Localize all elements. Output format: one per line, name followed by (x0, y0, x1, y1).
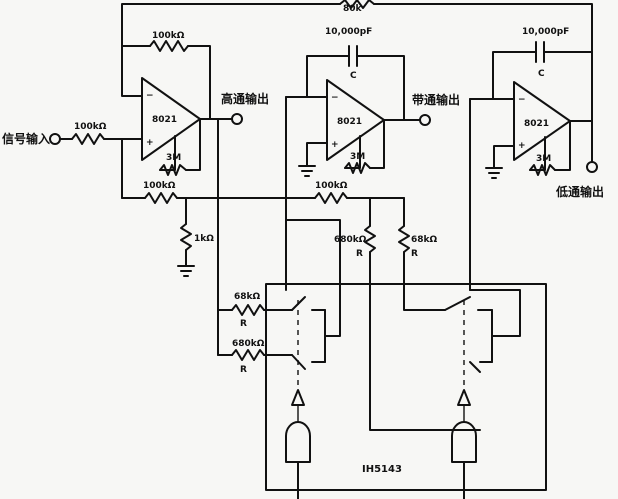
op1-3m-label: 3M (166, 153, 181, 163)
ground-symbol-1 (177, 265, 195, 277)
resistor-680k-top-label: 680kΩ (334, 235, 367, 245)
low-pass-output-label: 低通输出 (555, 184, 604, 199)
analog-switch-right (444, 289, 521, 385)
svg-text:−: − (331, 93, 339, 103)
ground-symbol-3 (485, 167, 503, 179)
signal-input-label: 信号输入 (2, 131, 50, 146)
cap1-value-label: 10,000pF (325, 27, 372, 37)
high-pass-output-label: 高通输出 (221, 91, 269, 106)
analog-switch-left (285, 219, 341, 385)
input-resistor-label: 100kΩ (74, 122, 107, 132)
op-amp-2-label: 8021 (337, 117, 362, 127)
svg-text:+: + (331, 140, 339, 150)
chip-label: IH5143 (362, 464, 402, 475)
svg-text:−: − (518, 95, 526, 105)
op3-3m-label: 3M (536, 154, 551, 164)
top-feedback-wire (121, 0, 593, 161)
svg-text:−: − (146, 91, 154, 101)
and-gate-left (285, 421, 311, 463)
resistor-68k-top-label: 68kΩ (411, 235, 438, 245)
low-pass-output-terminal (586, 161, 598, 173)
signal-input-terminal (49, 133, 61, 145)
op2-3m-label: 3M (350, 152, 365, 162)
svg-text:+: + (518, 141, 526, 151)
op-amp-3 (513, 81, 571, 161)
switch-resistor-680k-r-label: R (240, 365, 247, 375)
ground-symbol-2 (298, 165, 316, 177)
op-amp-1 (141, 77, 201, 161)
svg-text:+: + (146, 138, 154, 148)
driver-right (457, 389, 471, 406)
cap2-value-label: 10,000pF (522, 27, 569, 37)
resistor-680k-top-r-label: R (356, 249, 363, 259)
switch-resistor-68k-r-label: R (240, 319, 247, 329)
and-gate-right (451, 421, 477, 463)
band-pass-output-label: 带通输出 (412, 92, 460, 107)
cap2-c-label: C (538, 69, 545, 79)
op1-feedback-resistor (121, 40, 211, 120)
cap1-c-label: C (350, 71, 357, 81)
op-amp-3-label: 8021 (524, 119, 549, 129)
resistor-68k-top-r-label: R (411, 249, 418, 259)
resistor-1k-label: 1kΩ (194, 234, 214, 244)
band-pass-output-terminal (419, 114, 431, 126)
driver-left (291, 389, 305, 406)
high-pass-output-terminal (231, 113, 243, 125)
mid-resistor-2-label: 100kΩ (315, 181, 348, 191)
switch-resistor-680k-label: 680kΩ (232, 339, 265, 349)
op-amp-1-label: 8021 (152, 115, 177, 125)
op1-feedback-label: 100kΩ (152, 31, 185, 41)
switch-resistor-68k-label: 68kΩ (234, 292, 261, 302)
ih5143-chip-outline (265, 283, 547, 491)
mid-resistor-1-label: 100kΩ (143, 181, 176, 191)
op-amp-2 (326, 79, 385, 161)
resistor-top-label: 80k (343, 4, 363, 14)
